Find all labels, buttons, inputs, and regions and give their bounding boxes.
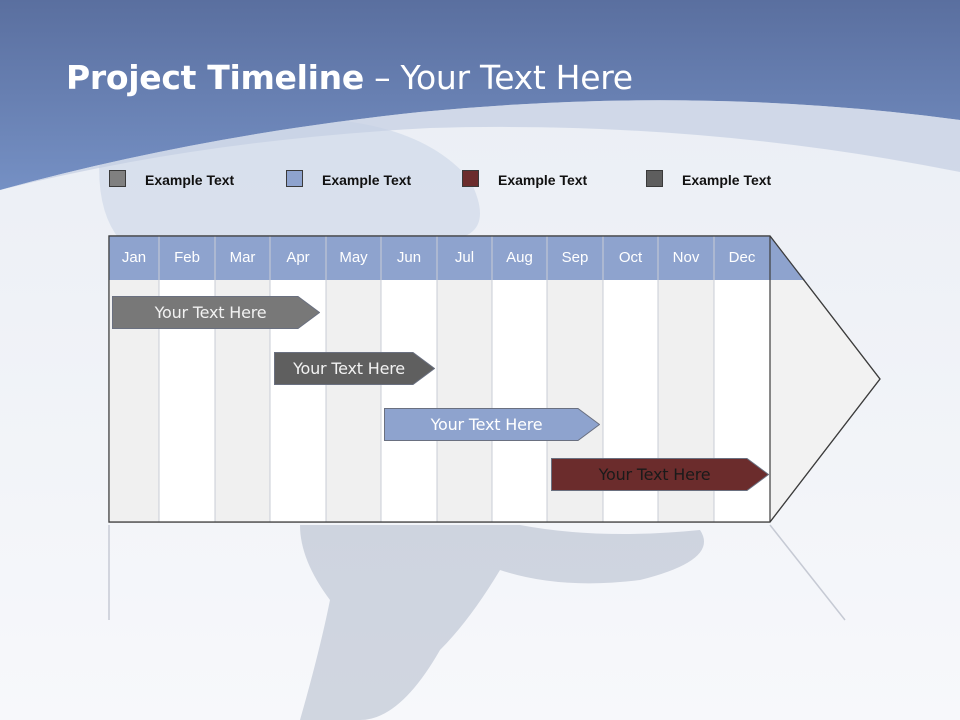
month-label: Oct bbox=[618, 249, 643, 266]
task-arrow[interactable]: Your Text Here bbox=[384, 408, 600, 441]
month-header-cell bbox=[437, 236, 492, 280]
month-column bbox=[492, 280, 547, 522]
legend-label: Example Text bbox=[682, 172, 772, 188]
task-arrow[interactable]: Your Text Here bbox=[551, 458, 769, 491]
legend-label: Example Text bbox=[498, 172, 588, 188]
task-arrow-shape bbox=[274, 352, 435, 385]
legend-label: Example Text bbox=[145, 172, 235, 188]
task-arrow-shape bbox=[384, 408, 600, 441]
legend-swatch bbox=[462, 170, 479, 187]
month-header-cell bbox=[658, 236, 714, 280]
month-header-cell bbox=[381, 236, 437, 280]
timeline-arrow-outline bbox=[108, 235, 881, 523]
month-label: Jul bbox=[454, 249, 475, 266]
page-title: Project Timeline – Your Text Here bbox=[66, 58, 633, 97]
figure-silhouette-bottom bbox=[300, 525, 704, 720]
task-label: Your Text Here bbox=[293, 359, 405, 378]
month-header-cell bbox=[547, 236, 603, 280]
task-arrow-shape bbox=[112, 296, 320, 329]
month-header-cell bbox=[159, 236, 215, 280]
header-band-highlight bbox=[0, 100, 960, 190]
legend-swatch bbox=[109, 170, 126, 187]
month-label: Mar bbox=[229, 249, 256, 266]
month-label: Jun bbox=[396, 249, 422, 266]
month-label: Feb bbox=[174, 249, 200, 266]
task-label: Your Text Here bbox=[598, 465, 711, 484]
month-header-cell bbox=[326, 236, 381, 280]
page-title-bold: Project Timeline bbox=[66, 58, 364, 97]
task-arrow[interactable]: Your Text Here bbox=[274, 352, 435, 385]
month-header-cell bbox=[492, 236, 547, 280]
month-column bbox=[381, 280, 437, 522]
month-label: Nov bbox=[672, 249, 700, 266]
legend-swatch bbox=[286, 170, 303, 187]
month-label: Apr bbox=[286, 249, 310, 266]
month-label: Aug bbox=[506, 249, 533, 266]
month-header-cell bbox=[215, 236, 270, 280]
task-label: Your Text Here bbox=[430, 415, 543, 434]
month-label: May bbox=[339, 249, 368, 266]
month-label: Dec bbox=[728, 249, 756, 266]
month-header-cell bbox=[603, 236, 658, 280]
page-title-rest: – Your Text Here bbox=[363, 58, 633, 97]
month-label: Jan bbox=[121, 249, 147, 266]
task-arrow[interactable]: Your Text Here bbox=[112, 296, 320, 329]
legend-label: Example Text bbox=[322, 172, 412, 188]
month-header-cell bbox=[109, 236, 159, 280]
month-header-cell bbox=[714, 236, 770, 280]
month-column bbox=[326, 280, 381, 522]
legend-swatch bbox=[646, 170, 663, 187]
header-band bbox=[0, 0, 960, 190]
task-arrow-shape bbox=[551, 458, 769, 491]
task-label: Your Text Here bbox=[154, 303, 267, 322]
month-column bbox=[437, 280, 492, 522]
month-label: Sep bbox=[561, 249, 589, 266]
month-header-cell bbox=[270, 236, 326, 280]
